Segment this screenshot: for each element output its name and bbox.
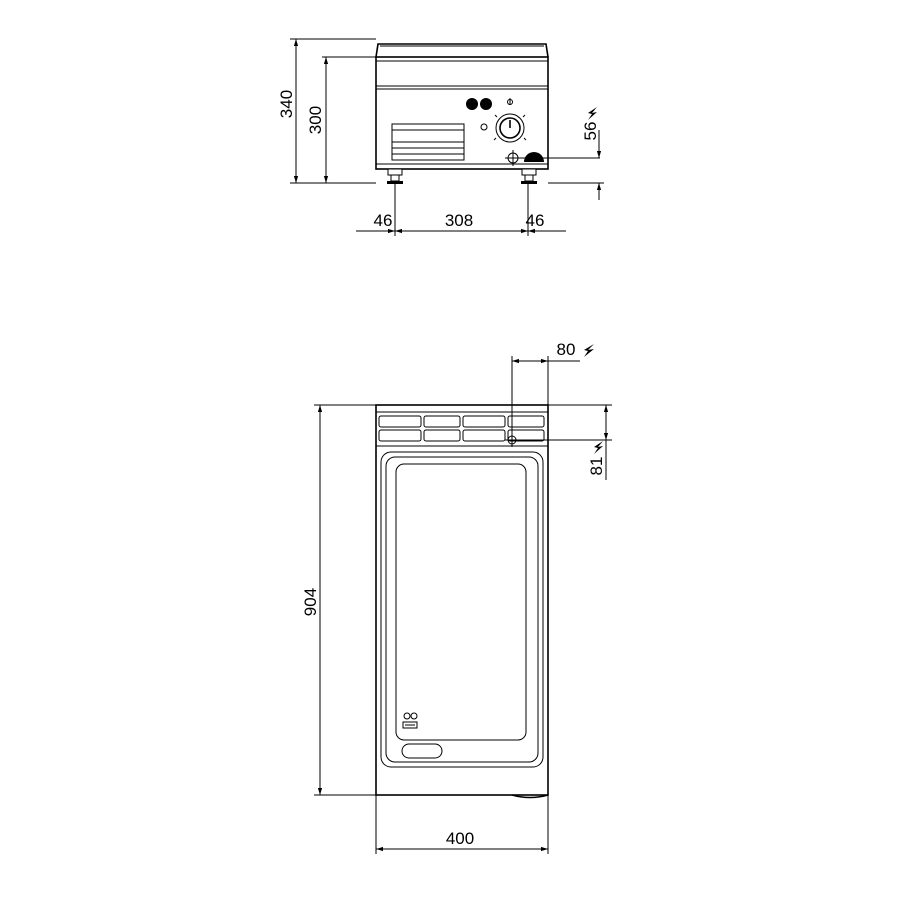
dim-connection-height: 56	[581, 122, 600, 141]
thermostat-knob-icon	[480, 113, 527, 143]
dim-right-offset: 46	[526, 211, 545, 230]
power-icon	[584, 344, 594, 357]
dim-total-height: 340	[277, 90, 296, 118]
drawer	[391, 123, 465, 161]
dim-left-offset: 46	[374, 211, 393, 230]
power-icon	[594, 441, 603, 454]
dim-depth: 904	[301, 588, 320, 616]
appliance-body	[375, 56, 549, 170]
dim-body-height: 300	[306, 106, 325, 134]
dim-connection-y: 81	[587, 457, 606, 476]
control-panel	[375, 411, 549, 447]
connection-symbol-icon	[505, 150, 600, 166]
indicator-lamp-icon	[480, 98, 492, 110]
griddle-plate	[375, 43, 549, 58]
front-view: 340 300 56 46 308 46	[277, 38, 604, 236]
connection-point-icon	[505, 433, 519, 447]
dim-connection-x: 80	[557, 340, 576, 359]
indicator-lamp-icon	[466, 98, 478, 110]
appliance-outline	[375, 404, 549, 796]
logo-mark-icon	[402, 712, 418, 729]
dim-width: 400	[446, 829, 474, 848]
griddle-surface	[380, 451, 544, 768]
top-view: 80 81 904 400	[301, 340, 612, 854]
drain-hole	[401, 743, 443, 759]
dim-foot-spacing: 308	[445, 211, 473, 230]
feet	[387, 168, 537, 184]
power-icon	[588, 107, 597, 120]
